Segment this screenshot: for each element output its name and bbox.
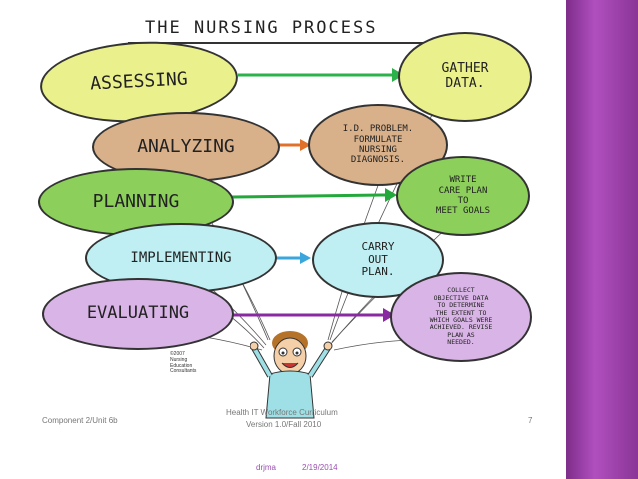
step-action-label: EVALUATING xyxy=(86,303,190,324)
step-result-label: GATHER DATA. xyxy=(441,61,489,91)
footer-page-number: 7 xyxy=(528,416,533,425)
balloon-collect-data: COLLECT OBJECTIVE DATA TO DETERMINE THE … xyxy=(390,272,532,362)
step-result-label: I.D. PROBLEM. FORMULATE NURSING DIAGNOSI… xyxy=(342,124,414,166)
balloon-evaluating: EVALUATING xyxy=(42,278,234,350)
author-label: drjma xyxy=(256,463,277,472)
step-result-label: WRITE CARE PLAN TO MEET GOALS xyxy=(435,175,491,217)
footer-version: Version 1.0/Fall 2010 xyxy=(246,420,322,429)
decorative-sidebar xyxy=(566,0,638,479)
step-result-label: CARRY OUT PLAN. xyxy=(361,240,395,279)
logo-text: ©2007 Nursing Education Consultants xyxy=(170,351,197,375)
footer-component: Component 2/Unit 6b xyxy=(42,416,118,425)
step-result-label: COLLECT OBJECTIVE DATA TO DETERMINE THE … xyxy=(429,286,493,347)
balloon-gather-data: GATHER DATA. xyxy=(398,32,532,122)
diagram-title: THE NURSING PROCESS xyxy=(145,18,378,38)
step-action-label: ANALYZING xyxy=(137,135,235,157)
footer-curriculum: Health IT Workforce Curriculum xyxy=(226,408,338,417)
step-action-label: IMPLEMENTING xyxy=(130,249,232,266)
step-action-label: PLANNING xyxy=(92,190,180,212)
title-underline xyxy=(128,42,458,44)
copyright-logo: ©2007 Nursing Education Consultants xyxy=(170,351,210,375)
date-label: 2/19/2014 xyxy=(302,463,338,472)
balloon-care-plan: WRITE CARE PLAN TO MEET GOALS xyxy=(396,156,530,236)
step-arrows xyxy=(231,68,404,322)
step-action-label: ASSESSING xyxy=(89,68,189,95)
nurse-figure xyxy=(250,331,333,419)
